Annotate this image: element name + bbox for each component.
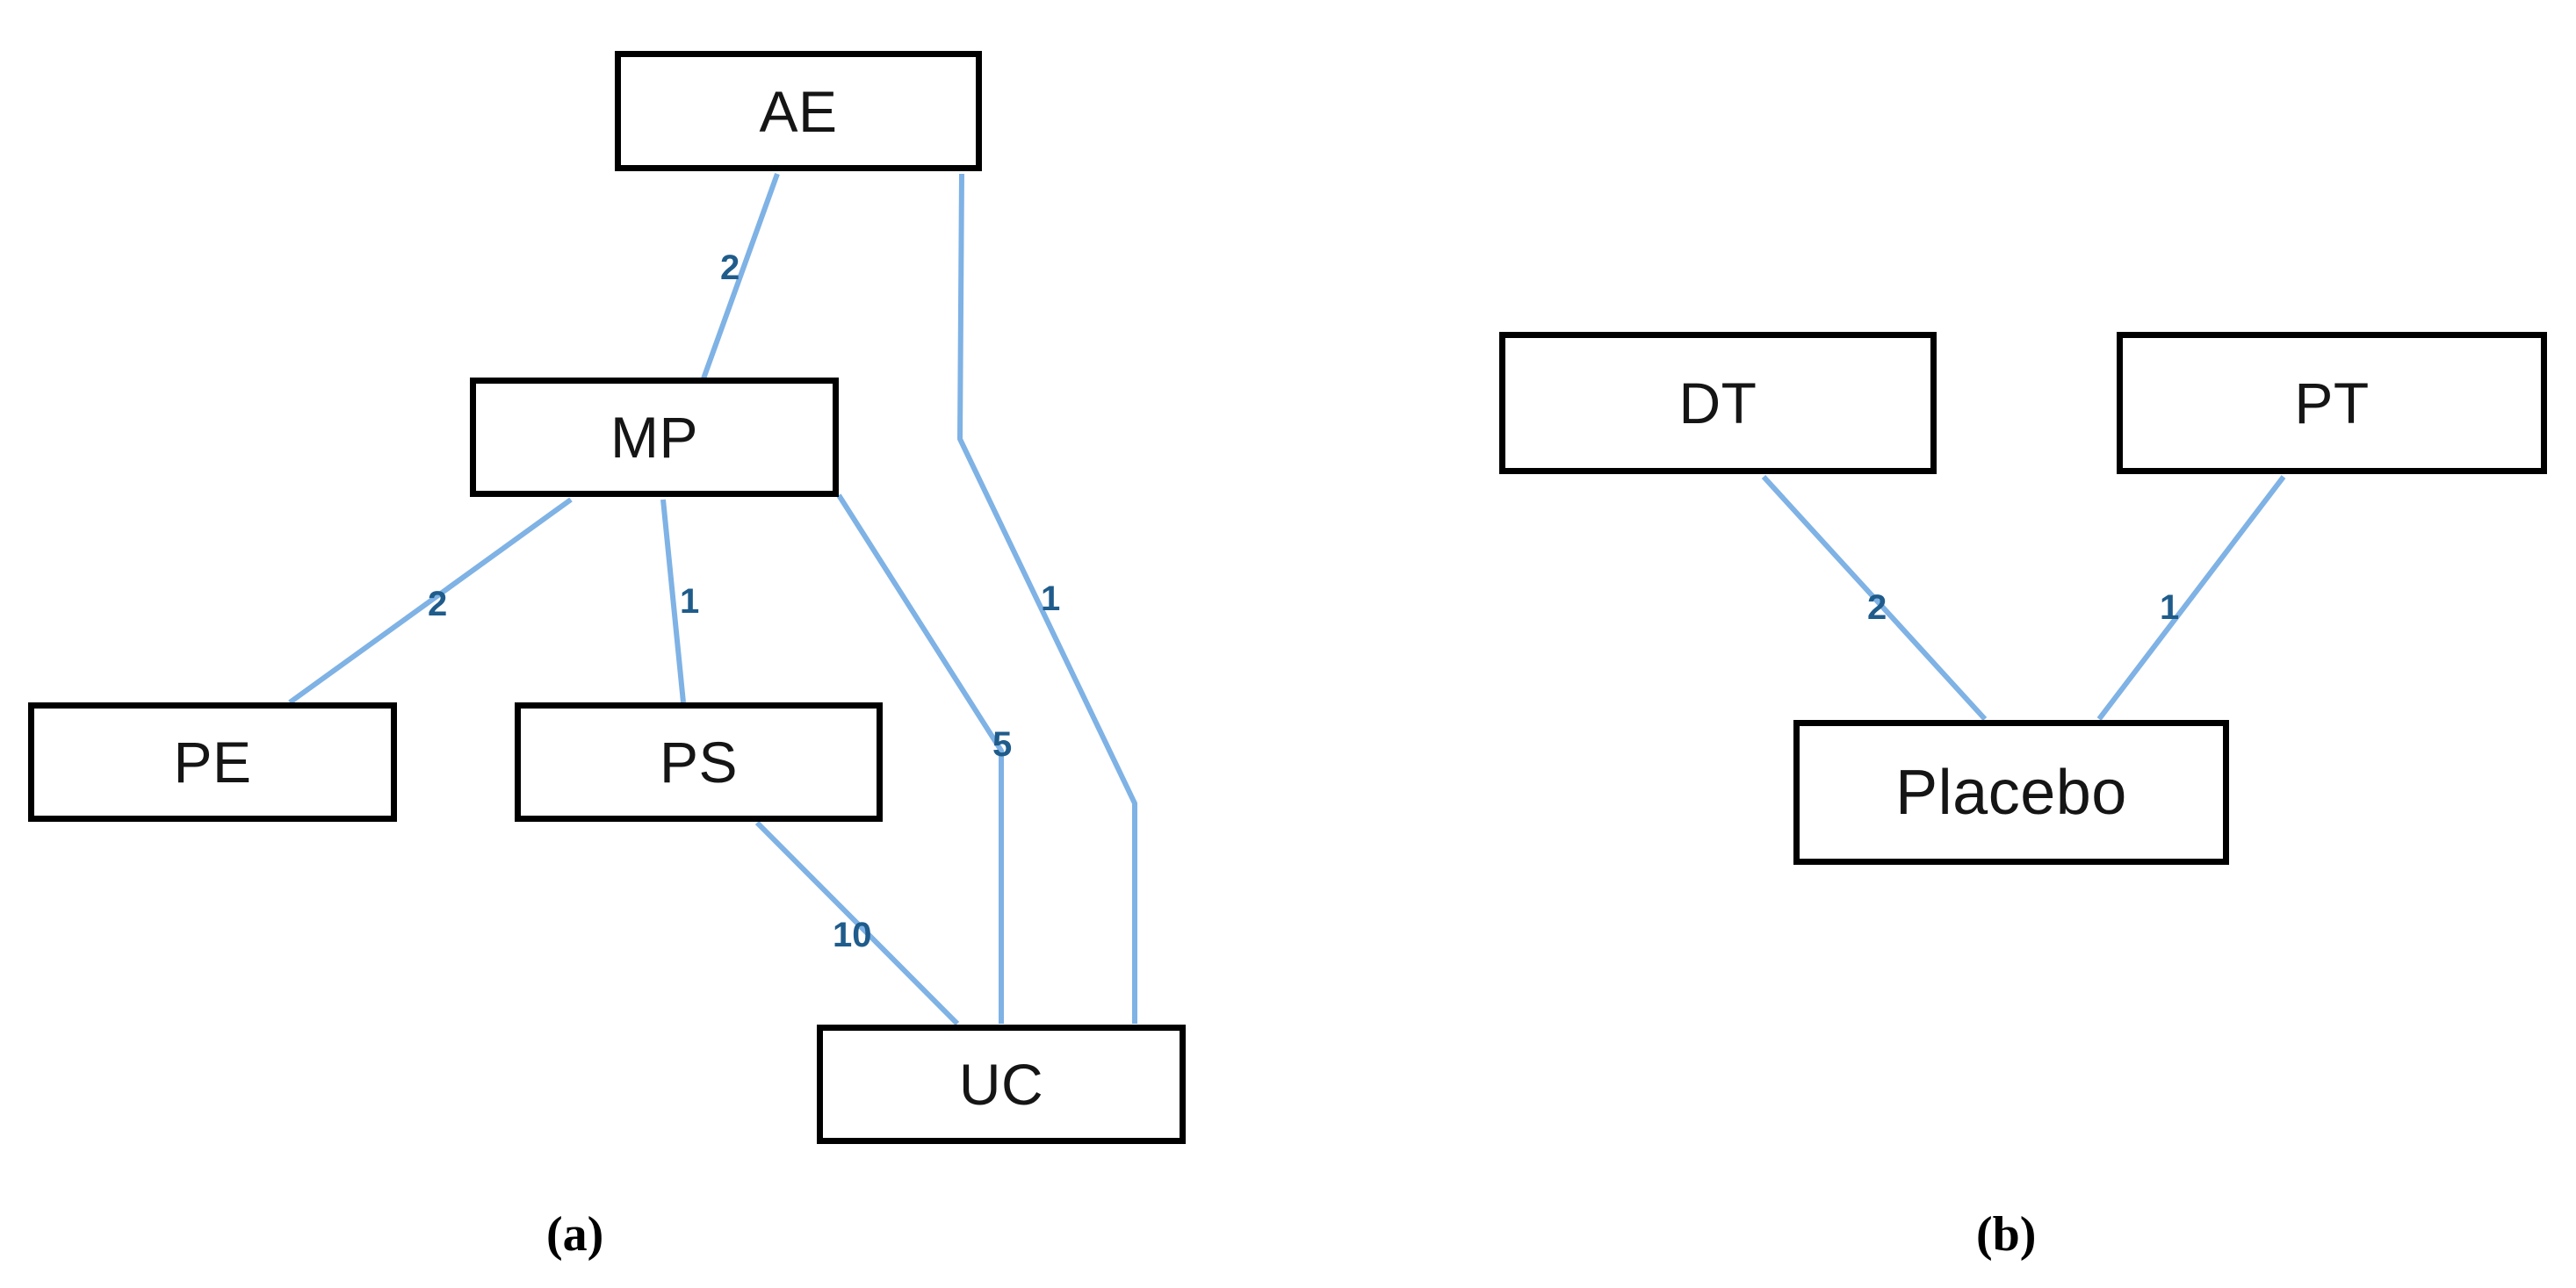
node-mp[interactable]: MP [470, 378, 839, 497]
node-ps[interactable]: PS [515, 702, 883, 822]
node-pe[interactable]: PE [28, 702, 397, 822]
node-ae[interactable]: AE [615, 51, 982, 171]
edge-weight-mp-pe: 2 [428, 585, 448, 623]
node-label-placebo: Placebo [1895, 757, 2127, 828]
subcaption-panel-b: (b) [1976, 1207, 2037, 1262]
subcaption-panel-a: (a) [546, 1207, 604, 1262]
edge-pt-placebo [2096, 475, 2286, 721]
node-dt[interactable]: DT [1499, 332, 1937, 474]
edge-ae-mp [700, 172, 780, 383]
edge-weight-mp-uc: 5 [992, 725, 1013, 764]
node-label-mp: MP [610, 405, 698, 470]
node-label-pt: PT [2294, 371, 2370, 435]
node-uc[interactable]: UC [817, 1025, 1186, 1144]
node-label-ps: PS [659, 730, 739, 795]
edge-weight-dt-placebo: 2 [1867, 588, 1887, 627]
edge-weight-mp-ps: 1 [680, 582, 700, 621]
edge-weight-ae-uc: 1 [1041, 579, 1061, 618]
node-label-pe: PE [173, 730, 252, 795]
node-label-uc: UC [958, 1052, 1044, 1117]
edge-weight-ps-uc: 10 [833, 916, 872, 954]
node-label-dt: DT [1678, 371, 1757, 435]
node-placebo[interactable]: Placebo [1793, 720, 2229, 865]
node-pt[interactable]: PT [2117, 332, 2547, 474]
edge-weight-pt-placebo: 1 [2160, 588, 2180, 627]
node-label-ae: AE [759, 78, 838, 144]
edge-weight-ae-mp: 2 [720, 248, 740, 287]
